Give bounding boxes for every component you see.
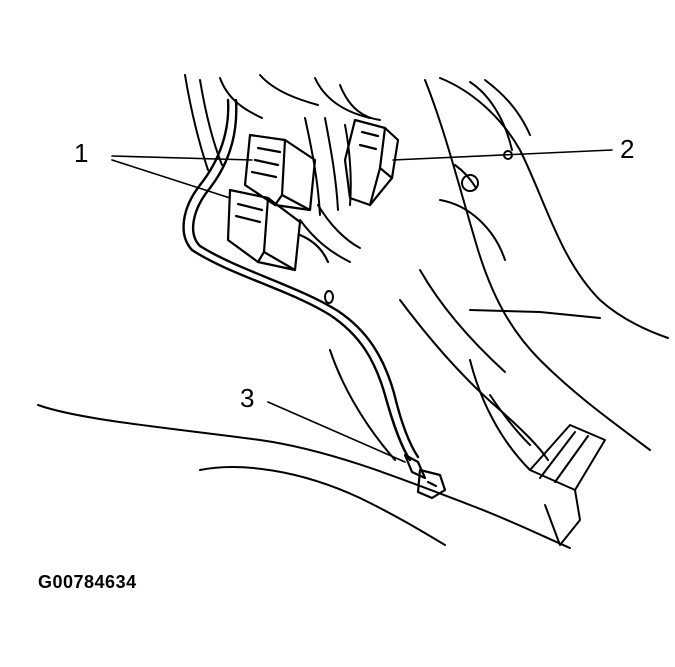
ground-terminal (403, 453, 447, 500)
right-connector (343, 118, 400, 207)
body-pillar (399, 77, 669, 546)
floor-contours (37, 349, 571, 549)
harness-bundle (184, 74, 381, 263)
callout-2: 2 (620, 134, 635, 164)
figure-id: G00784634 (38, 572, 137, 592)
leader-lines (111, 149, 613, 463)
callout-1: 1 (74, 138, 89, 168)
wire-grommet (324, 290, 334, 304)
upper-connector (243, 133, 317, 212)
callout-3: 3 (240, 383, 255, 413)
ground-wire (182, 98, 420, 462)
lower-connector (226, 188, 330, 272)
